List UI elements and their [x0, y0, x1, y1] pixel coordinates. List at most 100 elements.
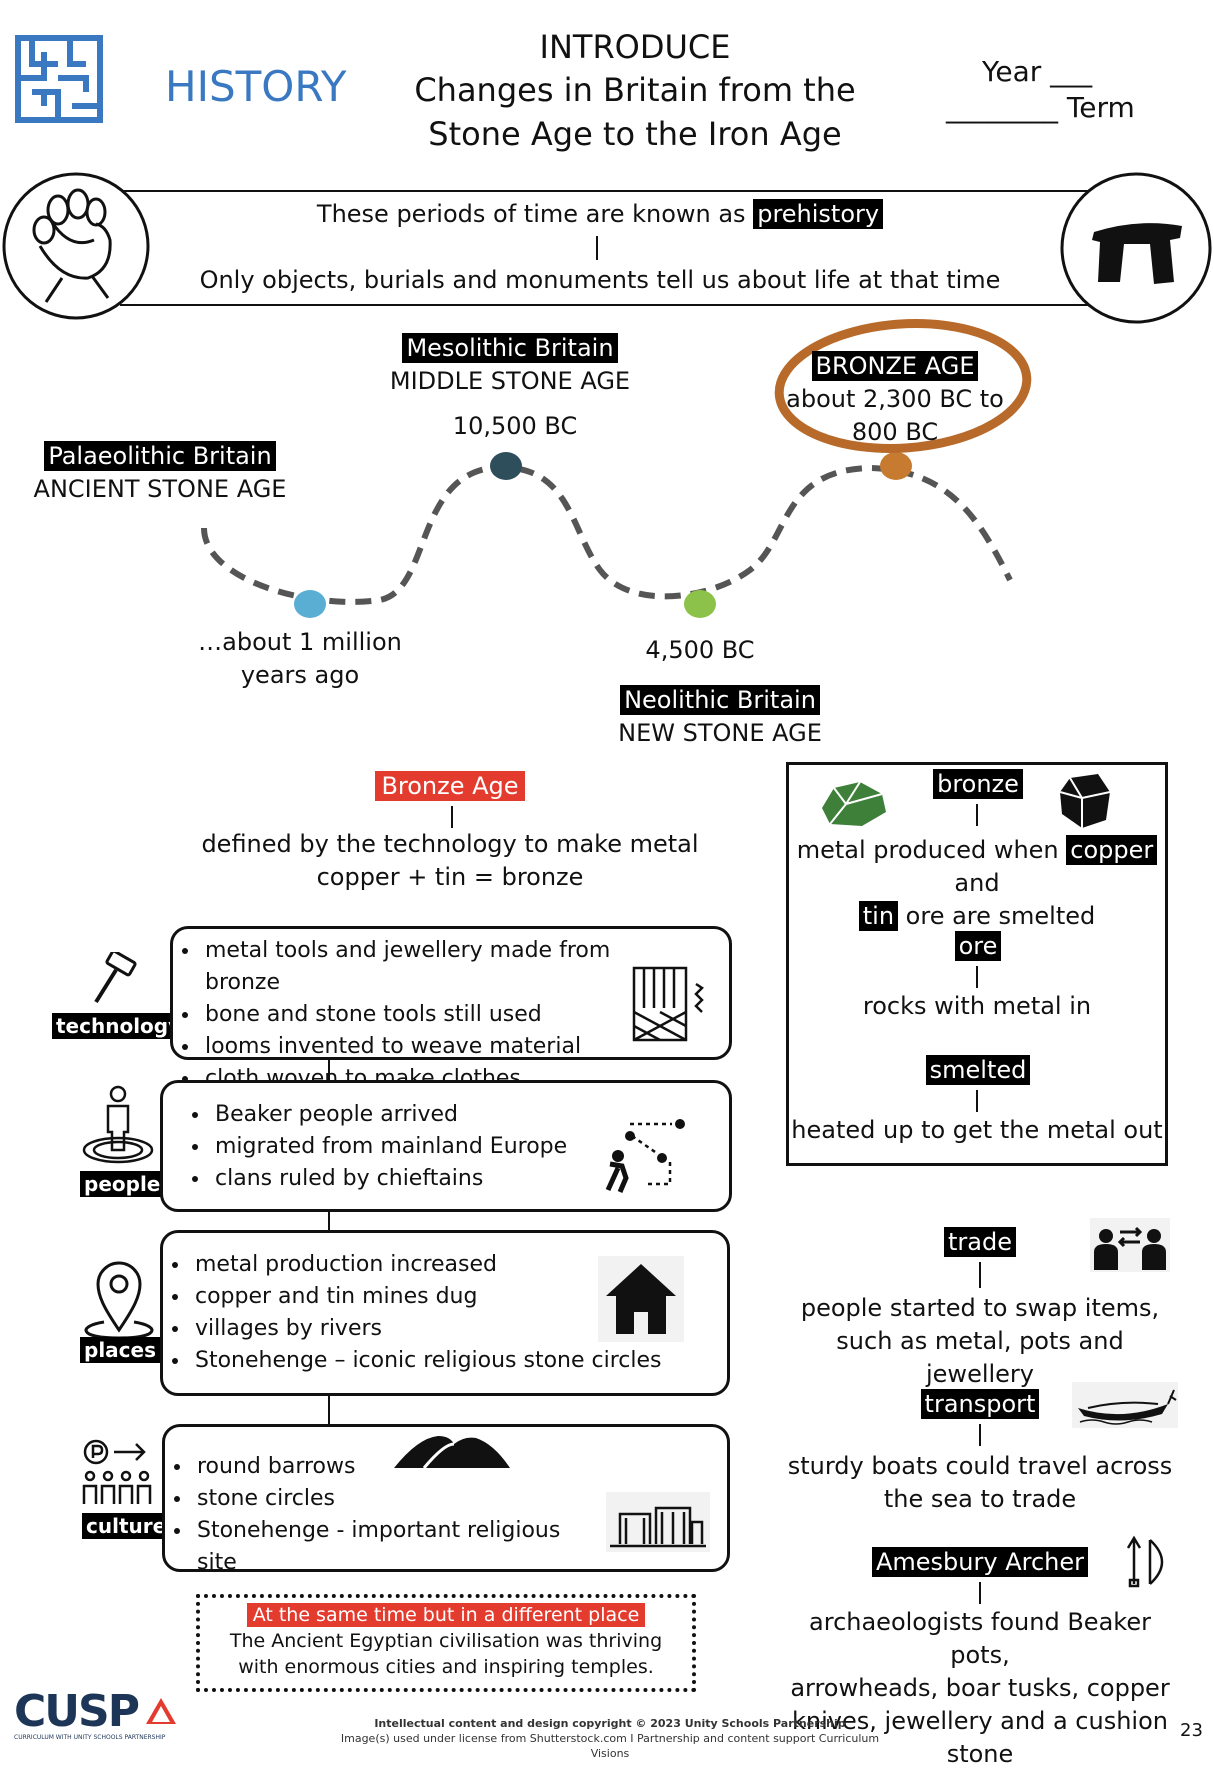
- footer-text: Intellectual content and design copyrigh…: [340, 1716, 880, 1761]
- hands-icon: [0, 170, 152, 326]
- ore-definition: rocks with metal in: [862, 992, 1092, 1020]
- list-item: Stonehenge - important religious site: [193, 1515, 607, 1579]
- bronze-age-heading: Bronze Age: [200, 770, 700, 803]
- arrow-bow-icon: [1124, 1534, 1172, 1594]
- barrow-icon: [394, 1434, 512, 1474]
- list-item: Stonehenge – iconic religious stone circ…: [191, 1345, 707, 1377]
- bronze-ring: [774, 319, 1032, 453]
- page-number: 23: [1180, 1720, 1203, 1741]
- copyright-text: Intellectual content and design copyrigh…: [374, 1717, 846, 1730]
- elsewhere-line-1: The Ancient Egyptian civilisation was th…: [229, 1630, 663, 1652]
- bronze-age-connector: [451, 806, 453, 828]
- bronze-age-line-1: defined by the technology to make metal: [201, 830, 699, 858]
- archer-def-1: archaeologists found Beaker pots,: [809, 1608, 1151, 1669]
- elsewhere-title: At the same time but in a different plac…: [246, 1603, 646, 1627]
- list-item: stone circles: [193, 1483, 607, 1515]
- culture-label: culture: [82, 1513, 171, 1539]
- license-text: Image(s) used under license from Shutter…: [340, 1732, 880, 1760]
- places-label: places: [80, 1337, 160, 1363]
- year-label: Year ___: [982, 55, 1093, 88]
- tin-ore-icon: [1054, 770, 1116, 836]
- page-title: INTRODUCE Changes in Britain from the St…: [390, 26, 880, 156]
- mesolithic-dot: [490, 452, 522, 480]
- term-label: ________ Term: [946, 91, 1135, 124]
- bronze-age-title: Bronze Age: [375, 771, 525, 801]
- list-item: copper and tin mines dug: [191, 1281, 707, 1313]
- elsewhere-line-2: with enormous cities and inspiring templ…: [238, 1656, 654, 1678]
- timeline-path: [201, 464, 1013, 605]
- title-line-2: Stone Age to the Iron Age: [428, 115, 842, 153]
- bronze-term: bronze: [933, 769, 1023, 799]
- year-term: Year ___ ________ Term: [946, 54, 1135, 126]
- elsewhere-text: At the same time but in a different plac…: [200, 1602, 692, 1680]
- cusp-logo-text: CUSP: [14, 1686, 140, 1737]
- list-item: looms invented to weave material: [201, 1031, 639, 1063]
- mesolithic-date: 10,500 BC: [452, 412, 578, 440]
- mesolithic-desc: MIDDLE STONE AGE: [389, 367, 631, 395]
- banner-subtext: Only objects, burials and monuments tell…: [199, 266, 1001, 294]
- location-pin-icon: [74, 1254, 164, 1344]
- trade-definition: people started to swap items, such as me…: [786, 1292, 1174, 1391]
- palaeolithic-name: Palaeolithic Britain: [44, 441, 276, 471]
- neolithic-label: Neolithic Britain NEW STONE AGE: [590, 684, 850, 750]
- bronze-date-2: 800 BC: [851, 418, 939, 446]
- transport-definition: sturdy boats could travel across the sea…: [786, 1450, 1174, 1516]
- palaeolithic-date-2: years ago: [240, 661, 360, 689]
- palaeolithic-label: Palaeolithic Britain ANCIENT STONE AGE: [20, 440, 300, 506]
- copper-term: copper: [1066, 835, 1158, 865]
- palaeolithic-date-1: …about 1 million: [198, 628, 402, 656]
- list-item: villages by rivers: [191, 1313, 707, 1345]
- cusp-logo: CUSP CURRICULUM WITH UNITY SCHOOLS PARTN…: [14, 1686, 166, 1742]
- neolithic-name: Neolithic Britain: [620, 685, 820, 715]
- list-item: clans ruled by chieftains: [211, 1163, 619, 1195]
- bronze-dot: [880, 452, 912, 480]
- elsewhere-box: [196, 1594, 696, 1692]
- trade-connector: [979, 1262, 981, 1288]
- stage-label: INTRODUCE: [539, 28, 731, 66]
- boat-icon: [1072, 1382, 1178, 1432]
- neolithic-dot: [684, 590, 716, 618]
- people-label: people: [80, 1171, 165, 1197]
- title-line-1: Changes in Britain from the: [414, 71, 856, 109]
- technology-label: technology: [52, 1013, 186, 1039]
- ore-term-connector: [976, 966, 978, 988]
- people-box: Beaker people arrived migrated from main…: [160, 1080, 732, 1212]
- bronze-date-1: about 2,300 BC to: [786, 385, 1004, 413]
- cusp-logo-sub: CURRICULUM WITH UNITY SCHOOLS PARTNERSHI…: [14, 1734, 166, 1741]
- trade-def-1: people started to swap items,: [800, 1294, 1160, 1322]
- banner-text: These periods of time are known as prehi…: [160, 198, 1040, 231]
- archer-def-2: arrowheads, boar tusks, copper: [790, 1674, 1170, 1702]
- culture-icon: [80, 1436, 154, 1512]
- list-item: migrated from mainland Europe: [211, 1131, 619, 1163]
- palaeolithic-desc: ANCIENT STONE AGE: [33, 475, 287, 503]
- triangle-logo-icon: [144, 1696, 178, 1730]
- bronze-age-line-2: copper + tin = bronze: [316, 863, 584, 891]
- mesolithic-name: Mesolithic Britain: [402, 333, 618, 363]
- banner-bottom-line: [120, 304, 1090, 306]
- bronze-def-and: and: [954, 869, 1000, 897]
- archer-definition: archaeologists found Beaker pots, arrowh…: [786, 1606, 1174, 1771]
- hammer-icon: [86, 949, 142, 1012]
- bronze-name: BRONZE AGE: [811, 351, 979, 381]
- palaeolithic-dot: [294, 590, 326, 618]
- smelted-term: smelted: [925, 1055, 1031, 1085]
- prehistory-term: prehistory: [753, 199, 884, 229]
- palaeolithic-date: …about 1 million years ago: [180, 626, 420, 692]
- bronze-definition: metal produced when copper and tin ore a…: [788, 834, 1166, 933]
- smelted-definition: heated up to get the metal out: [791, 1116, 1163, 1144]
- bronze-label: BRONZE AGE about 2,300 BC to 800 BC: [780, 350, 1010, 449]
- copper-ore-icon: [816, 774, 890, 834]
- trade-def-2: such as metal, pots and jewellery: [836, 1327, 1124, 1388]
- banner-text-before: These periods of time are known as: [316, 200, 746, 228]
- archer-def-3: knives, jewellery and a cushion: [792, 1707, 1168, 1735]
- bronze-term-connector: [976, 804, 978, 826]
- banner-top-line: [120, 190, 1090, 192]
- list-item: round barrows: [193, 1451, 607, 1483]
- ore-term: ore: [954, 931, 1002, 961]
- stone-monument-icon: [1058, 170, 1214, 330]
- person-icon: [82, 1084, 154, 1168]
- bronze-def-a: metal produced when: [796, 836, 1059, 864]
- list-item: bone and stone tools still used: [201, 999, 639, 1031]
- bronze-age-definition: defined by the technology to make metal …: [200, 828, 700, 894]
- smelted-term-connector: [976, 1090, 978, 1112]
